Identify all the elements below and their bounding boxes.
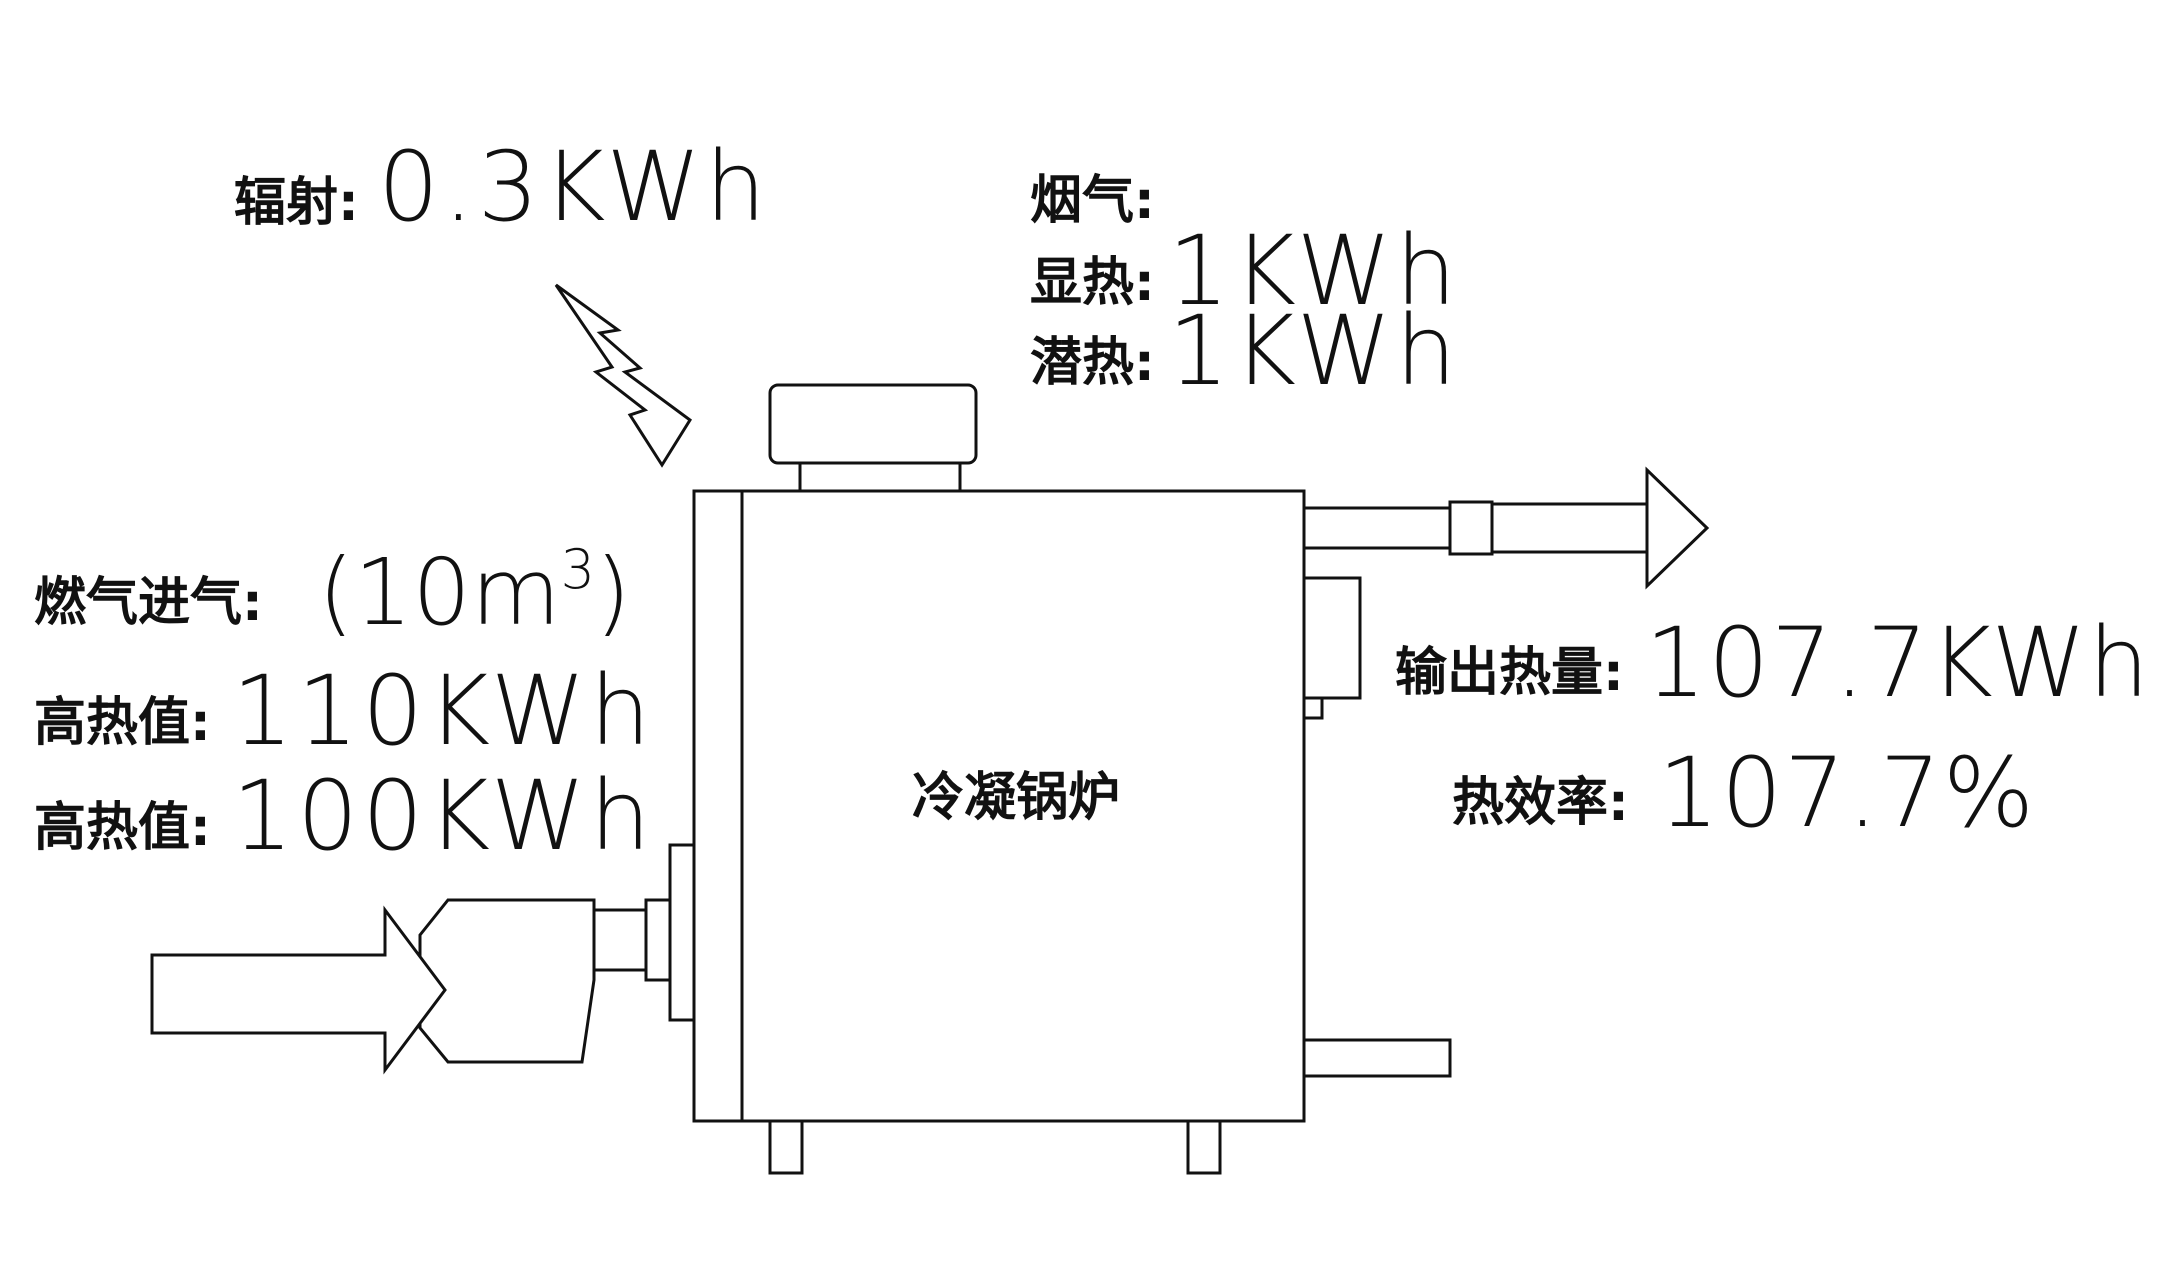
latent-heat-label: 潜热: [1030,333,1155,393]
gas-volume: (10m3) [318,538,631,646]
flue-collar [798,461,962,493]
output-pipe-coupling [1448,500,1494,556]
efficiency-label: 热效率: [1452,773,1629,833]
output-heat-value: 107.7KWh [1645,607,2151,719]
latent-heat-value: 1KWh [1168,295,1460,407]
gas-volume-exponent: 3 [561,538,595,601]
gas-inlet-flange [668,843,696,1022]
boiler-body [692,489,1306,1123]
radiation-value: 0.3KWh [378,131,770,243]
side-control-box [1302,576,1362,700]
radiation-arrow [554,283,693,468]
output-pipe-sleeve [1490,502,1649,554]
gas-input-arrow [150,905,447,1075]
boiler-foot-right [1186,1119,1222,1175]
efficiency-value: 107.7% [1658,737,2036,849]
output-heat-label: 输出热量: [1395,643,1624,703]
lower-heating-value-label: 高热值: [34,798,211,858]
gas-input-label: 燃气进气: [34,573,263,633]
sensible-heat-label: 显热: [1030,253,1155,313]
sensible-heat-value: 1KWh [1168,215,1460,327]
lower-heating-value: 100KWh [232,760,655,872]
gas-inlet-collar [418,898,596,1064]
higher-heating-value: 110KWh [232,655,655,767]
drain-pipe [1302,1038,1452,1078]
output-arrow [1645,466,1710,590]
boiler-label: 冷凝锅炉 [912,768,1120,828]
gas-volume-close: ) [595,539,631,646]
gas-volume-main: (10m [318,539,561,646]
radiation-label: 辐射: [234,173,359,233]
side-control-tab [1302,696,1324,720]
boiler-foot-left [768,1119,804,1175]
flue-gas-label: 烟气: [1030,171,1155,231]
gas-inlet-stub [644,898,672,982]
output-pipe [1302,506,1452,550]
higher-heating-value-label: 高热值: [34,693,211,753]
flue-cap [768,383,978,465]
gas-inlet-pipe [592,908,648,972]
